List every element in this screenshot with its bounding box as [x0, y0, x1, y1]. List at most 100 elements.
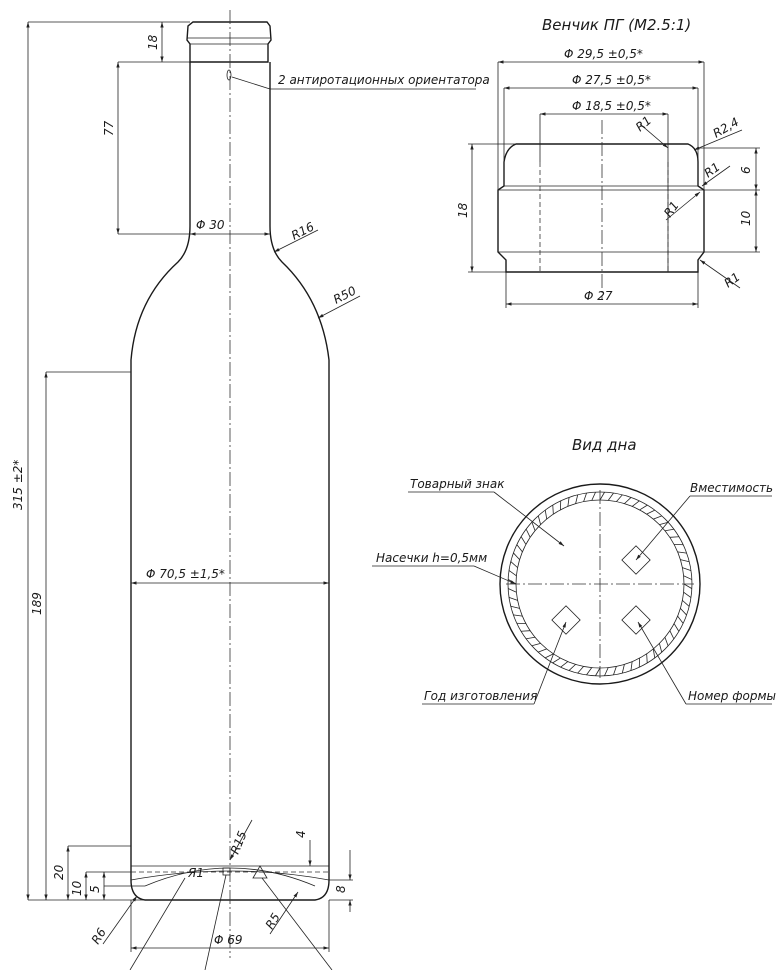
base-square-mark [222, 867, 231, 876]
dim-r15: R15 [228, 819, 253, 861]
bottom-view-notes: Товарный знак Вместимость Насечки h=0,5м… [372, 477, 776, 705]
notch [680, 559, 690, 563]
notch [683, 583, 693, 589]
notch [513, 552, 520, 560]
dim-r15-label: R15 [228, 829, 250, 856]
notch [510, 561, 518, 568]
crown-r1-top-label: R1 [633, 113, 654, 134]
dim-189-label: 189 [30, 592, 44, 615]
notch [510, 605, 520, 609]
notch [682, 600, 690, 607]
notch [664, 528, 675, 532]
notch [624, 497, 632, 504]
notch [669, 536, 679, 538]
notch [607, 492, 614, 501]
dim-r6: R6 [89, 895, 138, 947]
crown-d27-label: Φ 27 [584, 289, 613, 303]
dim-r50: R50 [317, 283, 361, 319]
dim-body-height: 189 [30, 371, 131, 900]
dim-finish-height: 18 [146, 22, 164, 62]
dim-r50-label: R50 [331, 283, 359, 306]
notch [631, 500, 640, 507]
dim-total-height: 315 ±2* [11, 21, 190, 901]
notch [673, 623, 680, 632]
notch [613, 666, 617, 676]
notch [575, 494, 579, 504]
crown-d275-label: Φ 27,5 ±0,5* [572, 73, 651, 87]
dim-d69-label: Φ 69 [214, 933, 243, 947]
notch [507, 588, 517, 593]
year-label: Год изготовления [424, 689, 537, 703]
notch [599, 491, 605, 501]
notch [639, 504, 648, 511]
dim-r16-label: R16 [289, 219, 317, 242]
notch [659, 643, 663, 653]
crown-h18-label: 18 [456, 202, 470, 218]
notch [560, 661, 569, 668]
crown-h10-label: 10 [739, 210, 753, 226]
notch [525, 636, 536, 640]
notch [513, 614, 523, 617]
notch [537, 515, 541, 525]
notch [664, 637, 669, 646]
crown-r1-mid-label: R1 [702, 160, 723, 181]
notch [621, 664, 625, 674]
dim-d70-label: Φ 70,5 ±1,5* [146, 567, 225, 581]
dim-r5: R5 [263, 891, 299, 935]
notch [552, 505, 554, 515]
mold-number-mark [621, 605, 651, 635]
mold-number-label: Номер формы [688, 689, 776, 703]
notch [521, 630, 531, 632]
base-triangle-mark [252, 865, 268, 879]
notch [680, 608, 687, 616]
notch [616, 494, 623, 502]
notch [677, 615, 684, 624]
notch [586, 667, 593, 676]
year-mark [551, 605, 581, 635]
dim-5-label: 5 [88, 885, 102, 893]
crown-d185-label: Φ 18,5 ±0,5* [572, 99, 651, 113]
dim-neck-height: 77 [102, 61, 190, 235]
notch [646, 509, 656, 515]
orientator-note: 2 антиротационных ориентатора [231, 73, 490, 90]
notch [567, 497, 570, 507]
notch [538, 648, 547, 653]
dim-4-label: 4 [294, 830, 308, 838]
notch [531, 522, 536, 531]
notch [659, 521, 669, 525]
crown-detail-title: Венчик ПГ (М2.5:1) [542, 16, 691, 34]
crown-d295-label: Φ 29,5 ±0,5* [564, 47, 643, 61]
notch [525, 528, 531, 538]
notch [595, 667, 601, 677]
bottom-view [499, 483, 701, 685]
notch [683, 591, 692, 598]
orientator-label: 2 антиротационных ориентатора [278, 73, 490, 87]
notch [531, 643, 541, 647]
dim-r5-label: R5 [263, 911, 283, 932]
crown-r1-left-label: R1 [661, 199, 682, 220]
notch [583, 492, 587, 502]
notch [568, 664, 576, 671]
capacity-label: Вместимость [690, 481, 773, 495]
notch [604, 667, 609, 677]
notch [544, 653, 554, 659]
notch [508, 597, 518, 601]
notch [630, 661, 633, 671]
dim-base-diameter: Φ 69 [129, 874, 333, 970]
notch [682, 567, 692, 571]
notch [653, 515, 662, 520]
notch [683, 575, 693, 580]
notches-label: Насечки h=0,5мм [376, 551, 487, 565]
notch [544, 509, 548, 520]
dim-315-label: 315 ±2* [11, 460, 25, 510]
notch [669, 630, 675, 640]
notch [508, 570, 517, 577]
base-markings: Я1 [187, 865, 268, 880]
dim-8-label: 8 [334, 885, 348, 893]
crown-h6-label: 6 [739, 166, 753, 174]
notch [646, 653, 648, 663]
dim-base-heights: 20 10 5 8 4 [52, 830, 353, 912]
capacity-mark [621, 545, 651, 575]
dim-neck-diameter: Φ 30 [190, 218, 270, 236]
